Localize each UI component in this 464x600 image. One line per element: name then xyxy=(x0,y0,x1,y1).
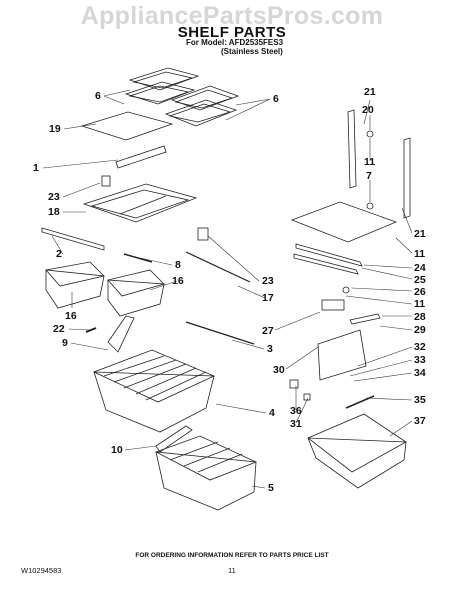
screw-22 xyxy=(85,327,97,333)
drawer-cover-frame-18 xyxy=(82,183,198,223)
callout-23-right: 23 xyxy=(262,275,274,287)
housing-30 xyxy=(317,329,367,381)
callout-11-top: 11 xyxy=(364,156,376,168)
callout-34: 34 xyxy=(414,367,426,379)
callout-28: 28 xyxy=(414,311,426,323)
callout-21-top: 21 xyxy=(364,86,376,98)
callout-30: 30 xyxy=(273,364,285,376)
clip-23-right xyxy=(197,227,209,241)
leader-lines xyxy=(42,89,413,489)
bracket-27 xyxy=(321,299,345,311)
callout-35: 35 xyxy=(414,394,426,406)
callout-10: 10 xyxy=(111,444,123,456)
rod-17 xyxy=(185,251,251,283)
wire-basket-5 xyxy=(155,435,258,511)
callout-24: 24 xyxy=(414,262,426,274)
callout-2: 2 xyxy=(56,248,62,260)
pin-8 xyxy=(123,253,153,263)
callout-16-left: 16 xyxy=(65,310,77,322)
trim-25 xyxy=(295,243,363,267)
bracket-9 xyxy=(107,315,135,353)
trim-25b xyxy=(293,253,359,275)
callout-4: 4 xyxy=(269,407,275,419)
crisper-drawers-16 xyxy=(45,261,165,317)
callout-20: 20 xyxy=(362,104,374,116)
shelf-ladder-rails-21 xyxy=(347,109,411,219)
document-number: W10294583 xyxy=(21,566,62,575)
ordering-note: FOR ORDERING INFORMATION REFER TO PARTS … xyxy=(135,552,329,559)
clip-23-left xyxy=(101,175,111,187)
wire-basket-4 xyxy=(92,349,215,433)
callout-37: 37 xyxy=(414,415,426,427)
page-title: SHELF PARTS xyxy=(177,24,287,41)
callout-7: 7 xyxy=(366,170,372,182)
finish-line: (Stainless Steel) xyxy=(221,47,283,56)
rail-2 xyxy=(41,227,105,251)
page-number: 11 xyxy=(228,566,236,575)
callout-17: 17 xyxy=(262,292,274,304)
callout-5: 5 xyxy=(268,482,274,494)
callout-27: 27 xyxy=(262,325,274,337)
clip-31 xyxy=(303,393,311,401)
tray-37 xyxy=(307,413,407,489)
trim-1 xyxy=(115,145,167,169)
glass-shelf-24 xyxy=(290,201,398,243)
screw-20 xyxy=(366,130,374,138)
callout-16-right: 16 xyxy=(172,275,184,287)
callout-8: 8 xyxy=(175,259,181,271)
callout-32: 32 xyxy=(414,341,426,353)
callout-21-bottom: 21 xyxy=(414,228,426,240)
callout-31: 31 xyxy=(290,418,302,430)
callout-29: 29 xyxy=(414,324,426,336)
callout-11-mid: 11 xyxy=(414,248,426,260)
callout-18: 18 xyxy=(48,206,60,218)
callout-11-low: 11 xyxy=(414,298,426,310)
rod-35 xyxy=(345,395,375,409)
callout-22: 22 xyxy=(53,323,65,335)
rod-3 xyxy=(185,321,255,345)
watermark: AppliancePartsPros.com xyxy=(80,2,384,30)
callout-19: 19 xyxy=(49,123,61,135)
clip-36 xyxy=(289,379,299,389)
glass-shelf-assemblies-6 xyxy=(124,67,240,127)
model-line: For Model: AFD2535FES3 xyxy=(186,38,284,47)
screw-7 xyxy=(366,202,374,210)
glass-panel-19 xyxy=(80,111,174,141)
callout-23-left: 23 xyxy=(48,191,60,203)
callout-26: 26 xyxy=(414,286,426,298)
bracket-10 xyxy=(155,425,193,453)
callout-1: 1 xyxy=(33,162,39,174)
callout-9: 9 xyxy=(62,337,68,349)
callout-36: 36 xyxy=(290,405,302,417)
callout-25: 25 xyxy=(414,274,426,286)
bar-28 xyxy=(349,313,381,325)
callout-6-left: 6 xyxy=(95,90,101,102)
callout-3: 3 xyxy=(267,343,273,355)
callout-33: 33 xyxy=(414,354,426,366)
callout-6-right: 6 xyxy=(273,93,279,105)
screw-26 xyxy=(342,286,350,294)
